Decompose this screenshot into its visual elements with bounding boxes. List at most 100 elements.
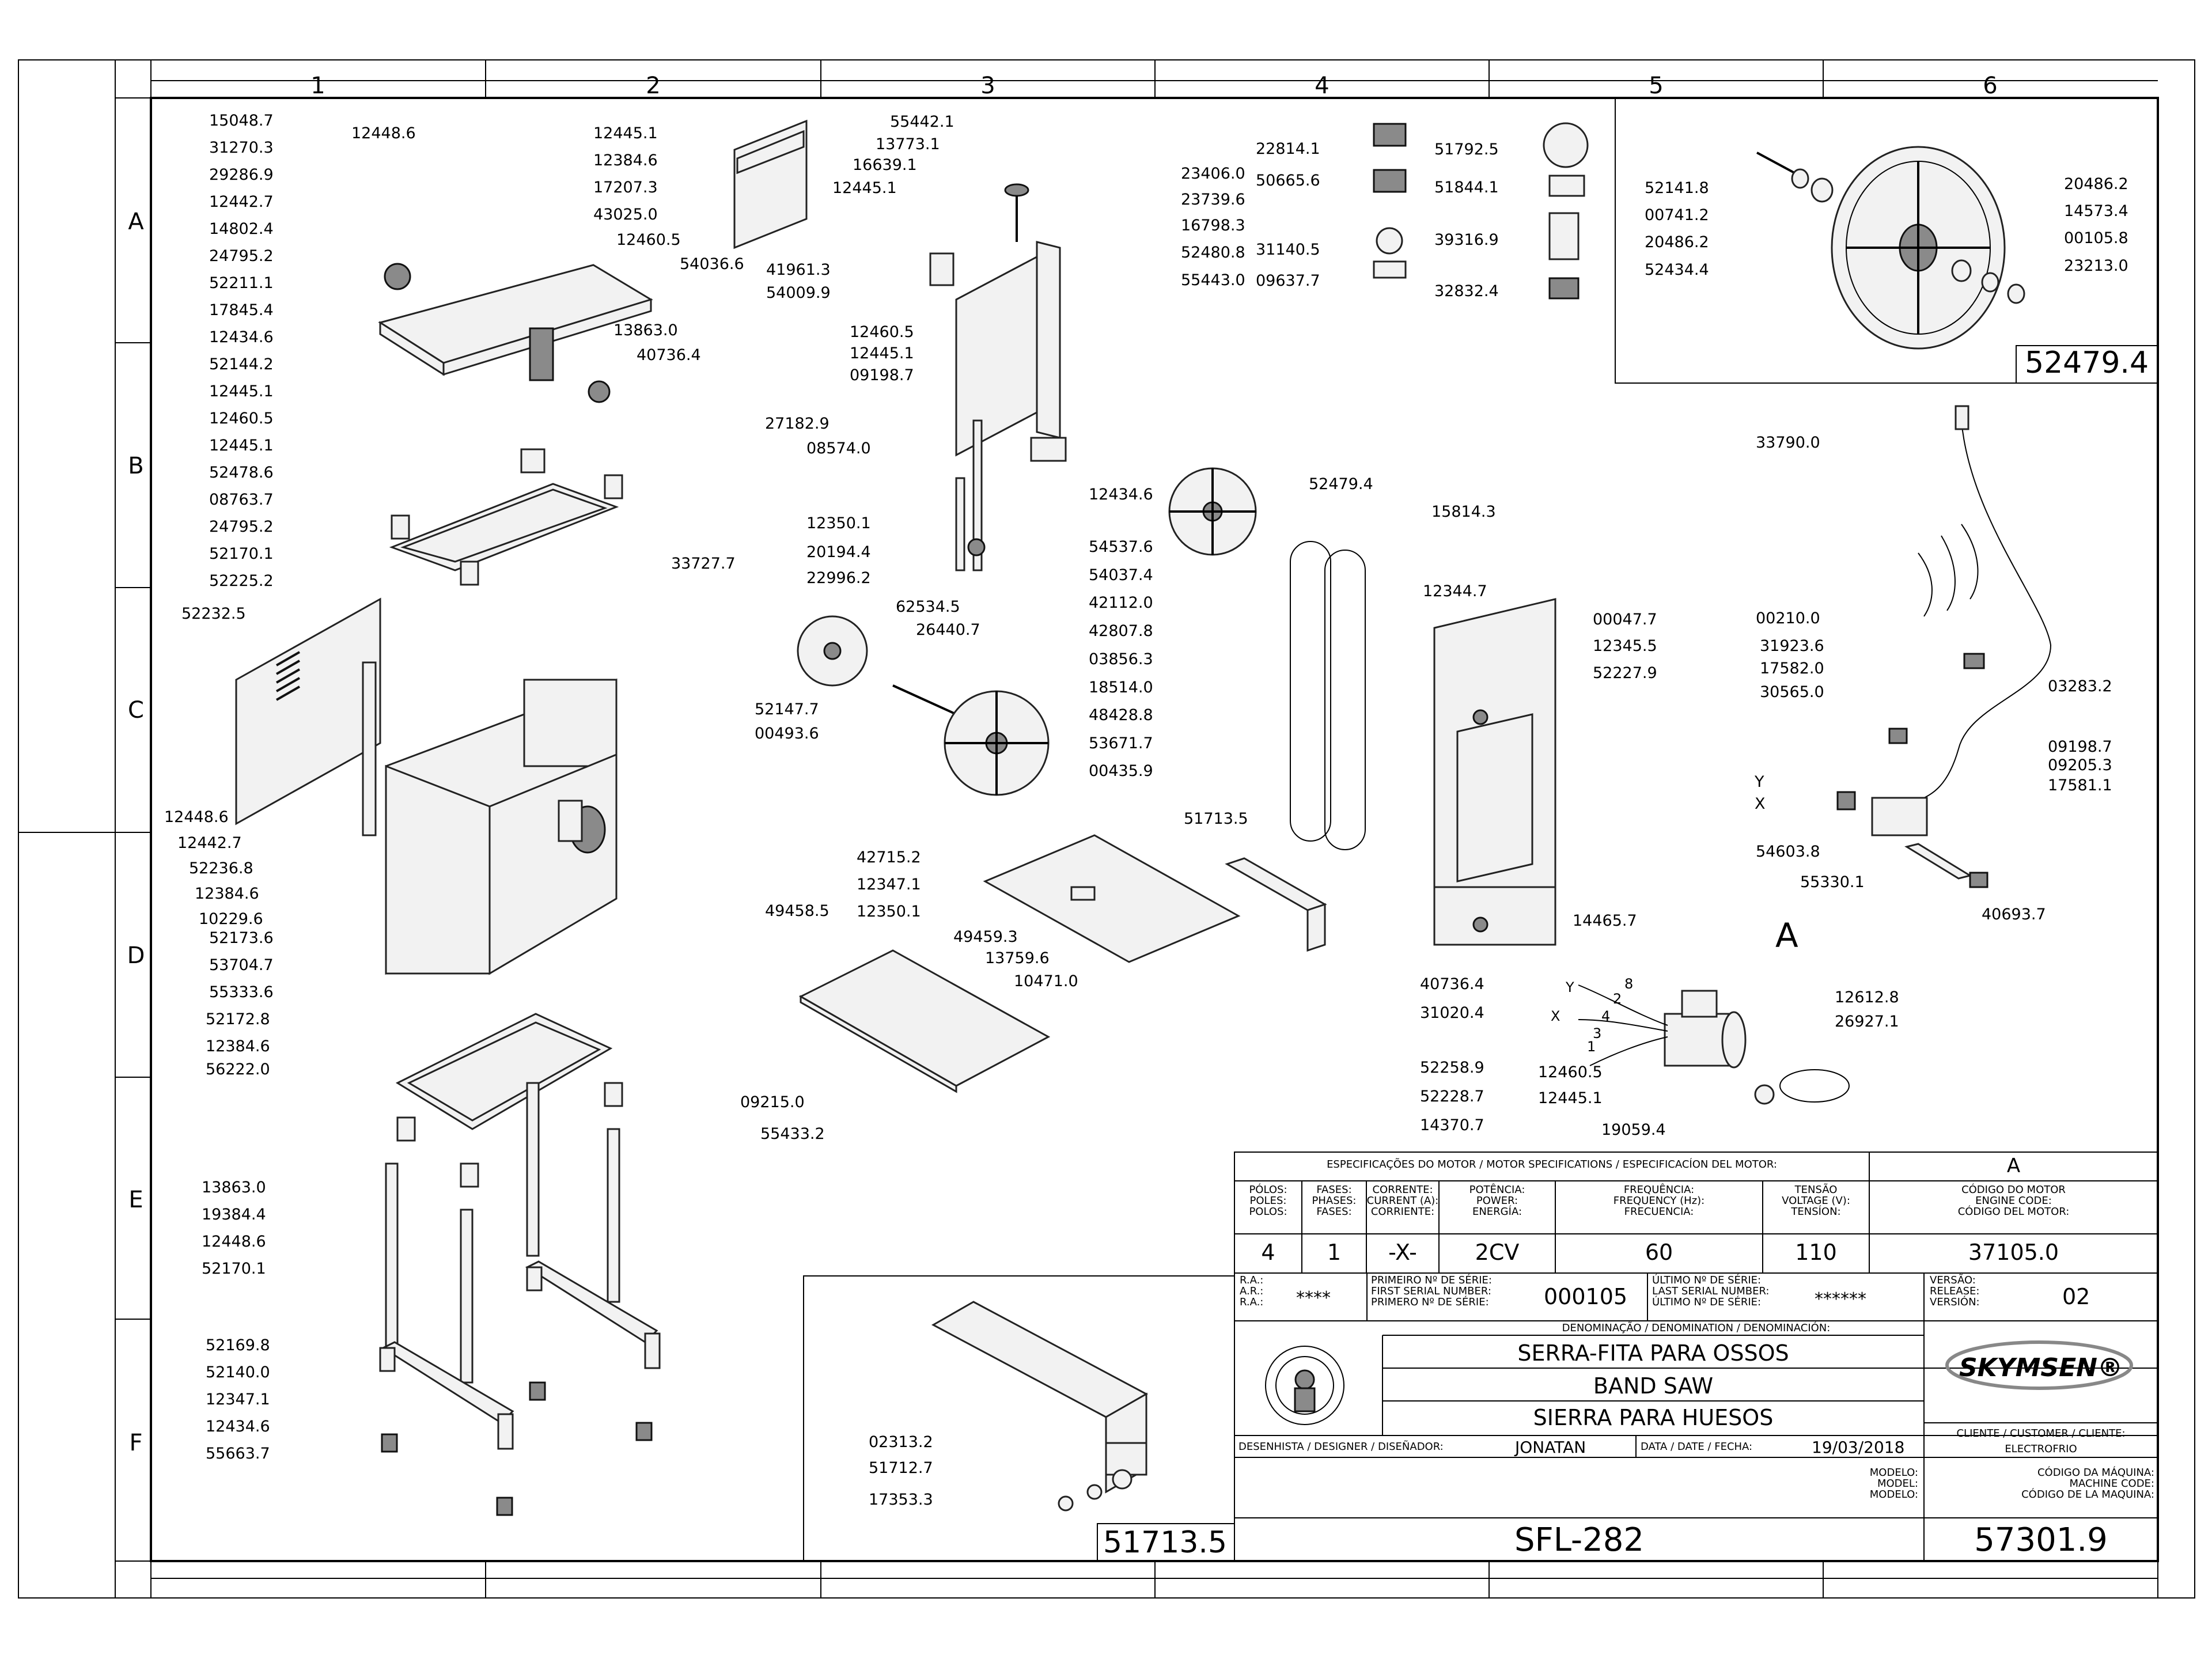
warning-stickers [1373, 122, 1589, 300]
poles-value: 4 [1261, 1240, 1275, 1265]
machine-code-label: CÓDIGO DA MÁQUINA:MACHINE CODE:CÓDIGO DE… [2021, 1467, 2154, 1501]
callout: 52170.1 [202, 1260, 266, 1278]
sliding-table-frame [983, 834, 1241, 963]
callout: 12442.7 [209, 193, 274, 211]
phases-value: 1 [1327, 1240, 1342, 1265]
callout: 00493.6 [755, 725, 819, 743]
callout: 49458.5 [765, 902, 830, 920]
callout: 13773.1 [876, 135, 940, 153]
svg-text:6: 6 [1983, 73, 1997, 99]
callout: 54037.4 [1089, 566, 1153, 584]
callout: 42807.8 [1089, 622, 1153, 640]
legs [385, 1082, 620, 1384]
outer-border [18, 59, 2195, 1599]
callout: 17582.0 [1760, 660, 1824, 677]
callout: 52227.9 [1593, 664, 1657, 682]
callout: 12384.6 [195, 885, 259, 903]
svg-text:3: 3 [980, 73, 995, 99]
model-value: SFL-282 [1514, 1521, 1645, 1559]
callout: 23213.0 [2064, 257, 2128, 275]
callout: 40736.4 [1420, 975, 1484, 993]
callout: 16639.1 [853, 156, 917, 174]
callout: 02313.2 [869, 1433, 933, 1451]
upper-arm-column [929, 183, 1067, 462]
svg-text:2: 2 [646, 73, 660, 99]
motor-spec-header: ESPECIFICAÇÕES DO MOTOR / MOTOR SPECIFIC… [1327, 1158, 1777, 1171]
callout: 48428.8 [1089, 706, 1153, 724]
callout: 16798.3 [1181, 217, 1245, 234]
callout: 52141.8 [1645, 179, 1709, 197]
callout: 26927.1 [1835, 1013, 1899, 1031]
ra-value: **** [1296, 1288, 1331, 1308]
callout: 08574.0 [806, 440, 871, 457]
callout: 12460.5 [209, 410, 274, 427]
callout: 52479.4 [1309, 475, 1373, 493]
callout: 10471.0 [1014, 972, 1078, 990]
callout: 12347.1 [206, 1391, 270, 1408]
callout: 13759.6 [985, 949, 1050, 967]
power-cord [1918, 405, 2052, 801]
upper-table-plate [378, 263, 653, 403]
wire-set [1918, 524, 1979, 617]
customer-label: CLIENTE / CUSTOMER / CLIENTE: [1956, 1427, 2126, 1440]
frequency-value: 60 [1645, 1240, 1673, 1265]
callout: X [1755, 795, 1766, 813]
callout: 13863.0 [613, 321, 678, 339]
callout: 26440.7 [916, 621, 980, 639]
callout: 14573.4 [2064, 202, 2128, 220]
switch-assembly [1836, 653, 1988, 888]
callout: 52228.7 [1420, 1088, 1484, 1105]
svg-text:A: A [128, 209, 144, 235]
side-panel [235, 597, 381, 836]
callout: 31923.6 [1760, 637, 1824, 655]
callout: 52173.6 [209, 929, 274, 947]
customer-value: ELECTROFRIO [2005, 1443, 2077, 1455]
detail-letter: A [1775, 916, 1798, 955]
phases-label: FASES:PHASES:FASES: [1312, 1184, 1357, 1218]
column-labels: 1 2 3 4 5 6 [310, 73, 1997, 99]
callout: 52169.8 [206, 1336, 270, 1354]
first-serial-value: 000105 [1544, 1284, 1628, 1309]
motor [1578, 984, 1850, 1105]
callout: 23406.0 [1181, 165, 1245, 183]
svg-text:5: 5 [1649, 73, 1663, 99]
version-value: 02 [2062, 1284, 2090, 1309]
callout: 42715.2 [857, 849, 921, 866]
callout: 52170.1 [209, 545, 274, 563]
callout: 14370.7 [1420, 1116, 1484, 1134]
product-name-en: BAND SAW [1593, 1373, 1714, 1399]
callout: 52211.1 [209, 274, 274, 292]
callout: 40736.4 [637, 346, 701, 364]
date-value: 19/03/2018 [1812, 1438, 1905, 1457]
callout: 54537.6 [1089, 538, 1153, 556]
callout: 52478.6 [209, 464, 274, 482]
callout: 22996.2 [806, 569, 871, 587]
callout: 43025.0 [593, 206, 658, 224]
callout: 00047.7 [1593, 611, 1657, 628]
callout: 31140.5 [1256, 241, 1320, 259]
feet-bars [379, 1260, 661, 1516]
voltage-value: 110 [1795, 1240, 1837, 1265]
callout: 15814.3 [1431, 503, 1496, 521]
callout: 55663.7 [206, 1445, 270, 1463]
callout: 12445.1 [1538, 1089, 1603, 1107]
blade-guide [955, 419, 986, 571]
callout: 52236.8 [189, 859, 253, 877]
callout: 52480.8 [1181, 244, 1245, 262]
callout: 12445.1 [209, 382, 274, 400]
wheel-detail-drawing [1756, 146, 2025, 350]
wire-label: Y [1566, 979, 1574, 995]
callout: 41961.3 [766, 261, 831, 279]
inset-code: 51713.5 [1103, 1525, 1228, 1560]
wire-label: 3 [1593, 1025, 1602, 1041]
authorized-service-seal [1265, 1346, 1344, 1425]
callout: 51713.5 [1184, 810, 1248, 828]
work-table [798, 949, 1051, 1093]
callout: 22814.1 [1256, 140, 1320, 158]
product-name-pt: SERRA-FITA PARA OSSOS [1517, 1340, 1789, 1366]
callout: 49459.3 [953, 928, 1018, 946]
denomination-label: DENOMINAÇÃO / DENOMINATION / DENOMINACIÓ… [1562, 1322, 1831, 1334]
current-label: CORRENTE:CURRENT (A):CORRIENTE: [1366, 1184, 1439, 1218]
callout: 12442.7 [177, 834, 242, 852]
designer-label: DESENHISTA / DESIGNER / DISEÑADOR: [1238, 1441, 1444, 1453]
